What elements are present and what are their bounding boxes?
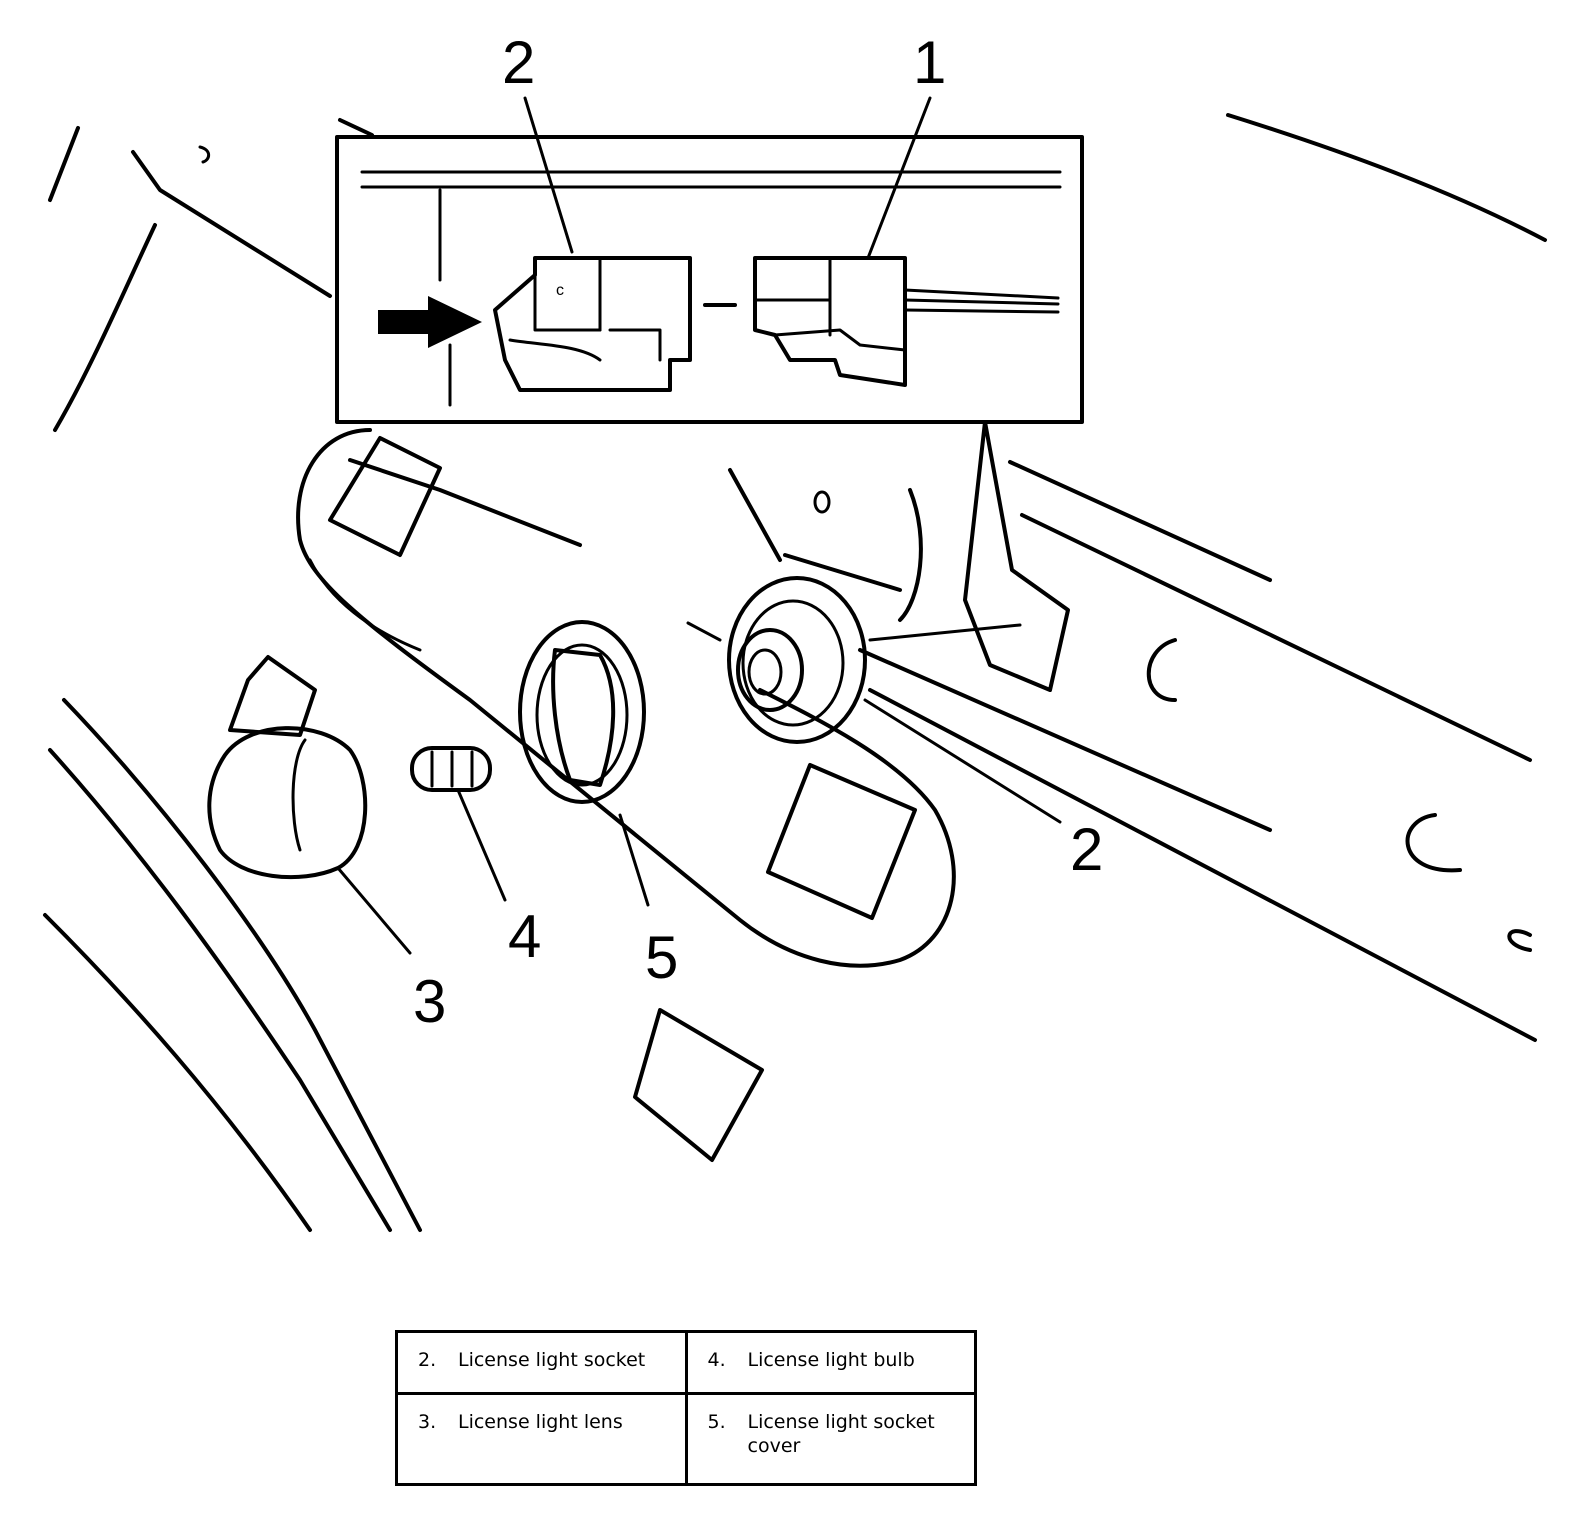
push-direction-arrow — [378, 296, 482, 348]
legend-cell: 5. License light socket cover — [684, 1392, 977, 1486]
legend-cell: 2. License light socket — [395, 1329, 688, 1396]
legend-label: License light socket — [458, 1349, 646, 1371]
license-light-socket-cover — [518, 620, 646, 804]
legend-cell: 3. License light lens — [395, 1392, 688, 1486]
callout-3: 3 — [413, 968, 446, 1035]
legend-label: License light lens — [458, 1411, 623, 1434]
legend-row: 3. License light lens 5. License light soc… — [395, 1392, 977, 1486]
svg-text:c: c — [556, 282, 564, 299]
legend-number: 4. — [707, 1349, 726, 1371]
callout-2-inset: 2 — [502, 29, 535, 96]
license-light-lens — [207, 726, 368, 880]
leader-lines — [336, 96, 1062, 955]
callout-5: 5 — [645, 924, 678, 991]
legend-row: 2. License light socket 4. License light b… — [395, 1329, 977, 1396]
legend-label: License light bulb — [747, 1349, 915, 1371]
vehicle-body-lines — [43, 113, 1547, 1232]
connector-inset: c — [335, 135, 1084, 692]
legend-number: 2. — [418, 1349, 437, 1371]
legend-number: 3. — [418, 1411, 437, 1434]
license-light-socket — [686, 576, 867, 744]
callout-4: 4 — [508, 903, 541, 970]
legend-label: License light socket cover — [747, 1411, 935, 1458]
callout-2-socket: 2 — [1070, 816, 1103, 883]
license-light-bulb — [410, 746, 492, 792]
harness-connector — [753, 256, 1060, 387]
parts-legend-table: 2. License light socket 4. License light b… — [395, 1329, 977, 1486]
legend-number: 5. — [707, 1411, 726, 1434]
socket-connector: c — [493, 256, 692, 392]
callout-labels: 1 2 2 3 4 5 — [413, 29, 1103, 1035]
legend-cell: 4. License light bulb — [684, 1329, 977, 1396]
lamp-housing — [228, 428, 956, 1162]
callout-1: 1 — [913, 29, 946, 96]
license-light-exploded-diagram: c — [43, 29, 1547, 1232]
